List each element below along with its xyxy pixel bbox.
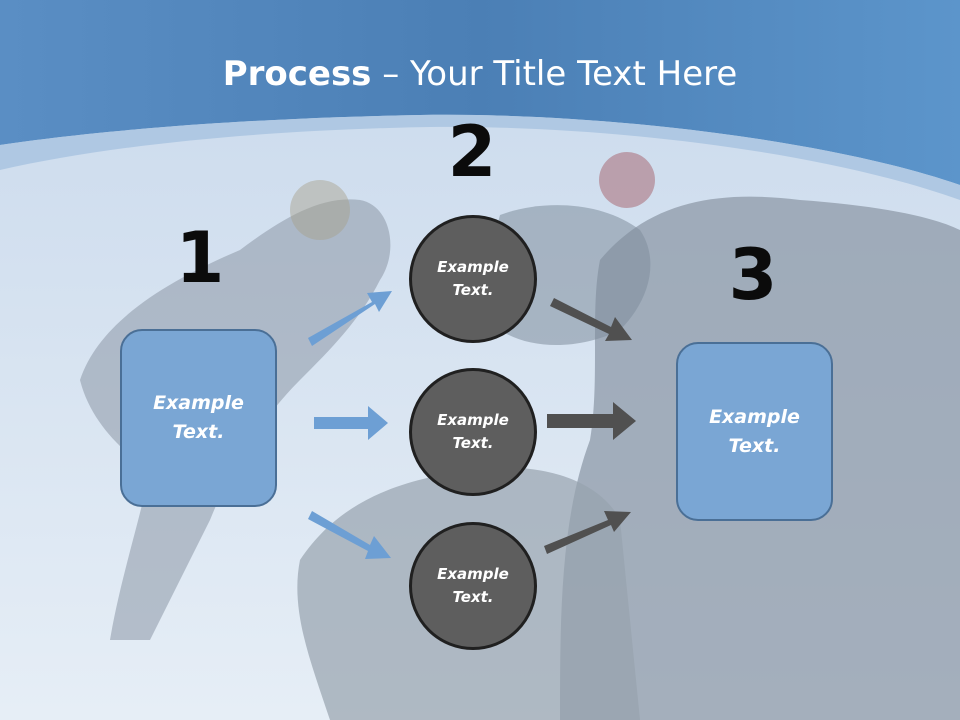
- step-number-2: 2: [447, 111, 497, 193]
- circle-bottom-text: Example Text.: [437, 565, 509, 606]
- title-rest-text: – Your Title Text Here: [371, 54, 738, 94]
- gray-arrow-straight: [547, 402, 636, 440]
- slide-title: Process – Your Title Text Here: [0, 54, 960, 94]
- gray-arrow-down: [550, 298, 632, 341]
- right-text-box: Example Text.: [676, 342, 833, 521]
- title-bold-text: Process: [222, 54, 372, 94]
- right-box-text: Example Text.: [709, 405, 800, 457]
- step-number-3: 3: [728, 234, 778, 316]
- gray-arrow-up: [544, 511, 631, 554]
- circle-bottom: Example Text.: [409, 522, 537, 650]
- blue-arrow-down: [308, 511, 391, 559]
- blue-arrow-straight: [314, 406, 388, 440]
- step-number-1: 1: [175, 217, 225, 299]
- circle-middle-text: Example Text.: [437, 411, 509, 452]
- left-box-text: Example Text.: [153, 392, 244, 443]
- left-text-box: Example Text.: [120, 329, 277, 507]
- circle-top: Example Text.: [409, 215, 537, 343]
- circle-top-text: Example Text.: [437, 258, 509, 299]
- circle-middle: Example Text.: [409, 368, 537, 496]
- blue-arrow-up: [308, 291, 392, 346]
